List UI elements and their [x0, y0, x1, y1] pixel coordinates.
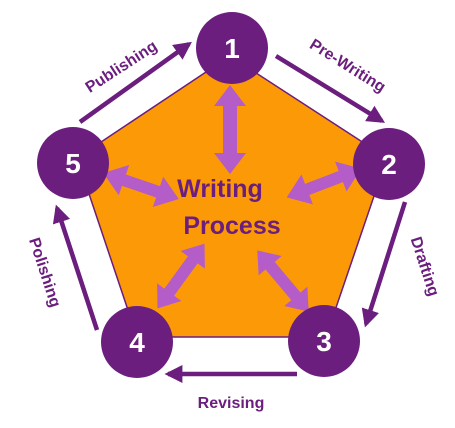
node-3: 3: [288, 305, 360, 377]
double-arrow-to-1: [214, 85, 246, 174]
node-circle: [196, 12, 268, 84]
node-circle: [101, 306, 173, 378]
double-arrow-to-2: [286, 161, 362, 205]
center-title-line2: Process: [183, 212, 280, 240]
arrow-2-to-3: [361, 201, 408, 328]
node-number: 2: [381, 149, 397, 180]
pentagon-shape: [76, 55, 388, 338]
edge-label-revising: Revising: [198, 395, 265, 412]
node-5: 5: [37, 127, 109, 199]
double-arrow-to-4: [157, 243, 205, 309]
arrow-5-to-1: [78, 41, 192, 124]
center-title-line1: Writing: [177, 175, 263, 203]
node-circle: [288, 305, 360, 377]
node-2: 2: [353, 128, 425, 200]
arrow-4-to-5: [52, 204, 100, 331]
edge-label-polishing: Polishing: [25, 236, 63, 310]
node-number: 3: [316, 326, 332, 357]
arrow-1-to-2: [274, 54, 386, 123]
edge-label-drafting: Drafting: [407, 235, 442, 299]
node-circle: [353, 128, 425, 200]
node-4: 4: [101, 306, 173, 378]
edge-label-pre-writing: Pre-Writing: [306, 36, 388, 96]
edge-label-publishing: Publishing: [83, 38, 161, 97]
double-arrow-to-3: [257, 250, 309, 312]
node-1: 1: [196, 12, 268, 84]
node-number: 4: [129, 327, 145, 358]
inner-arrows: [103, 85, 362, 312]
node-circle: [37, 127, 109, 199]
double-arrow-to-5: [103, 165, 179, 207]
cycle-arrows: [52, 41, 408, 383]
node-number: 5: [65, 148, 81, 179]
node-number: 1: [224, 33, 240, 64]
